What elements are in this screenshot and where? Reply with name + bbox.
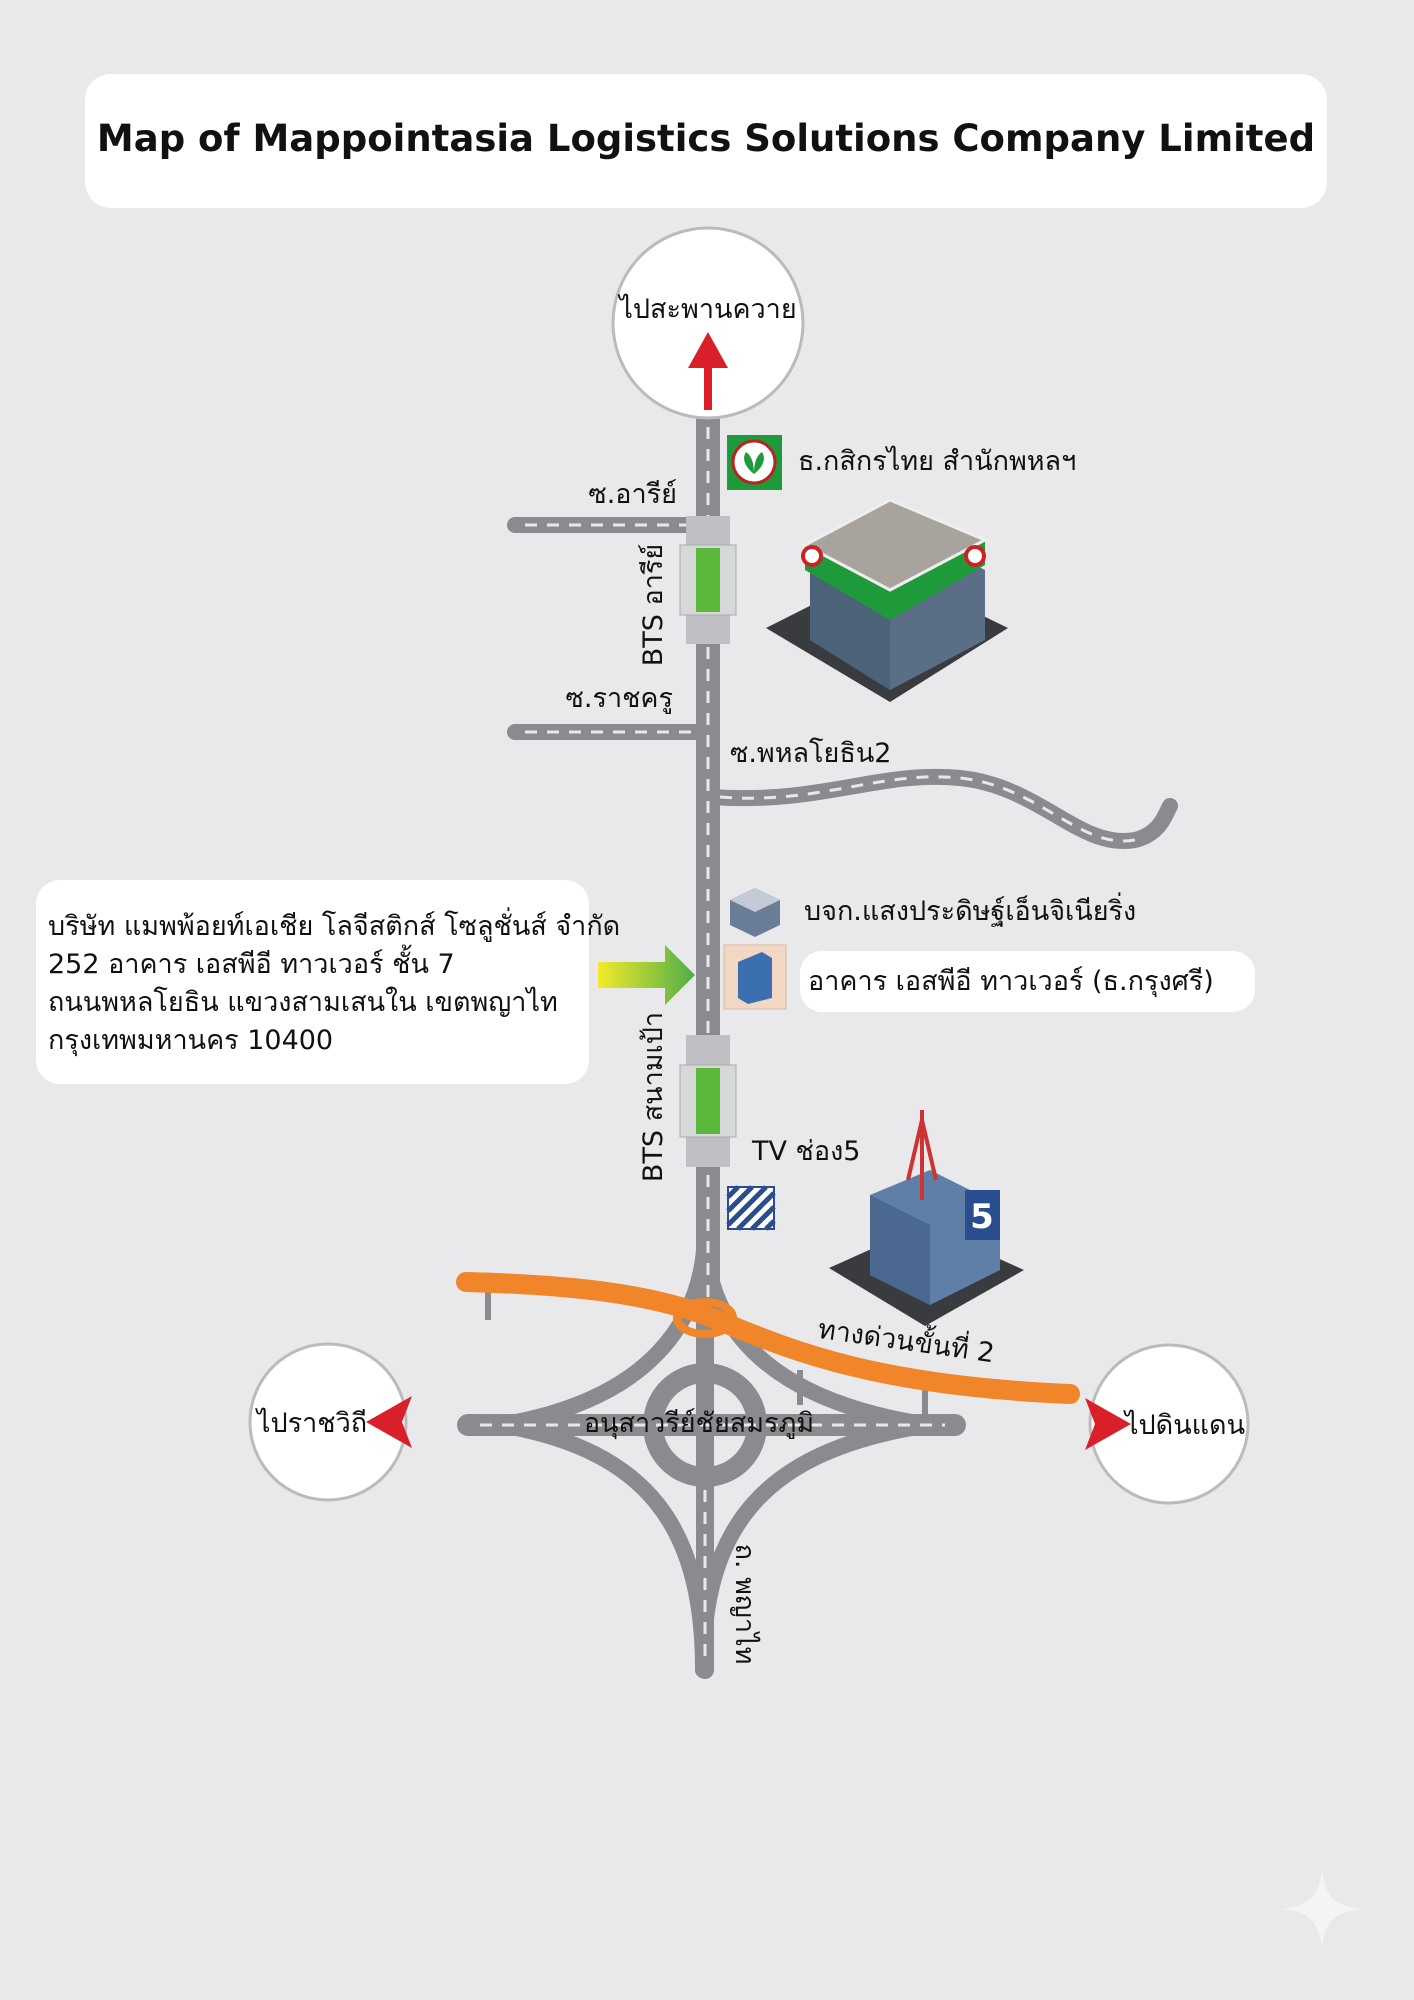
bts-ari-station [679,516,737,644]
north-direction-marker: ไปสะพานควาย [611,226,805,420]
north-direction-label: ไปสะพานควาย [617,294,796,325]
soi-phahon2-label: ซ.พหลโยธิน2 [730,738,892,769]
address-line-2: 252 อาคาร เอสพีอี ทาวเวอร์ ชั้น 7 [48,944,455,980]
east-direction-label: ไปดินแดน [1123,1410,1245,1441]
soi-ari-label: ซ.อารีย์ [588,478,677,510]
page-title: Map of Mappointasia Logistics Solutions … [97,117,1315,160]
spe-tower-icon [723,944,787,1010]
east-direction-marker: ไปดินแดน [1085,1343,1250,1505]
spe-tower-label: อาคาร เอสพีอี ทาวเวอร์ (ธ.กรุงศรี) [808,965,1214,998]
bts-sanam-pao-label: BTS สนามเป้า [638,1012,669,1182]
soi-ratchakhru-label: ซ.ราชครู [566,683,673,714]
phayathai-label: ถ. พญาไท [729,1544,760,1665]
kbank-label: ธ.กสิกรไทย สำนักพหลฯ [798,446,1076,477]
saeng-building-icon [730,888,780,937]
address-line-1: บริษัท แมพพ้อยท์เอเชีย โลจีสติกส์ โซลูชั… [48,907,620,942]
title-card: Map of Mappointasia Logistics Solutions … [85,74,1327,208]
sparkle-icon [1282,1870,1362,1948]
west-direction-label: ไปราชวิถี [255,1408,367,1439]
arrow-up-icon [688,332,728,368]
arrow-pointer-icon [598,945,695,1005]
arrow-left-icon [366,1396,412,1448]
svg-text:5: 5 [970,1197,994,1237]
tv5-building-icon: 5 [829,1110,1024,1326]
spe-tower-label-box: อาคาร เอสพีอี ทาวเวอร์ (ธ.กรุงศรี) [800,951,1255,1012]
expressway [456,1272,1080,1415]
west-direction-marker: ไปราชวิถี [248,1342,412,1502]
arrow-right-icon [1085,1398,1131,1450]
bts-ari-label: BTS อารีย์ [637,544,669,666]
monument-label: อนุสาวรีย์ชัยสมรภูมิ [584,1407,814,1440]
soi-phahon2-road [704,768,1178,850]
address-card: บริษัท แมพพ้อยท์เอเชีย โลจีสติกส์ โซลูชั… [36,880,620,1084]
saeng-label: บจก.แสงประดิษฐ์เอ็นจิเนียริ่ง [804,892,1136,927]
kbank-logo-icon [727,435,782,490]
address-line-3: ถนนพหลโยธิน แขวงสามเสนใน เขตพญาไท [48,986,558,1018]
bts-sanam-pao-station [679,1035,737,1167]
tv5-logo-icon [726,1185,776,1231]
tv5-label: TV ช่อง5 [751,1136,860,1167]
kbank-building-icon [766,498,1008,702]
address-line-4: กรุงเทพมหานคร 10400 [48,1025,333,1057]
